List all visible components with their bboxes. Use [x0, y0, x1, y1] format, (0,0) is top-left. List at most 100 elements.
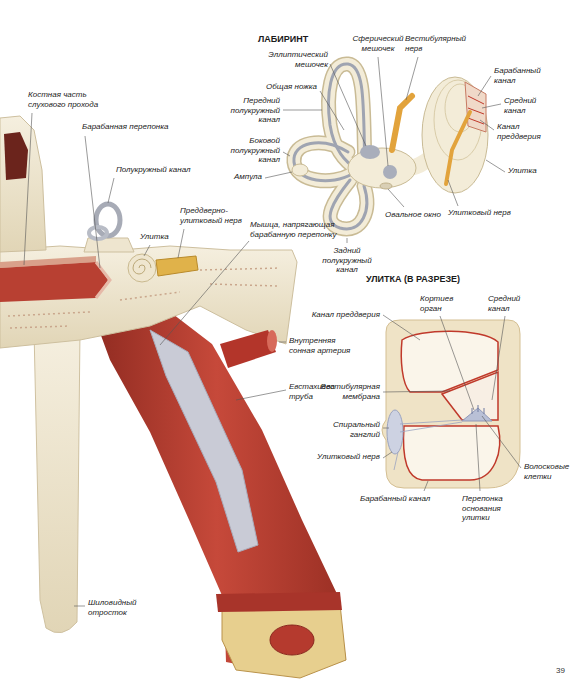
leader-line	[178, 229, 184, 258]
leader-line	[24, 113, 32, 265]
part-label: Улитка	[508, 166, 548, 176]
part-label: Улитка	[140, 232, 176, 242]
leader-line	[486, 160, 505, 172]
leader-lines	[24, 57, 521, 606]
leader-line	[108, 178, 114, 203]
part-label: Спиральный ганглий	[310, 420, 380, 439]
part-label: Вестибулярный нерв	[405, 34, 469, 53]
part-label: Волосковые клетки	[524, 462, 580, 481]
part-label: Шиловидный отросток	[88, 598, 144, 617]
cochlea	[128, 254, 156, 282]
vestibule	[348, 148, 416, 188]
leader-line	[424, 481, 428, 491]
leader-line	[406, 57, 418, 100]
oval-window	[380, 183, 392, 189]
part-label: Внутренняя сонная артерия	[289, 336, 355, 355]
nerve-fibres	[394, 420, 462, 470]
leader-line	[330, 64, 366, 146]
canal-outline	[330, 180, 367, 229]
leader-line	[236, 390, 286, 400]
cochlea-spiral	[133, 259, 151, 274]
leader-line	[480, 120, 494, 130]
tube-foot	[222, 604, 346, 678]
leader-line	[383, 428, 389, 429]
part-label: Эллиптический мешочек	[266, 50, 328, 69]
leader-line	[388, 189, 404, 207]
part-label: Задний полукружный канал	[318, 246, 376, 275]
section-heading: УЛИТКА (В РАЗРЕЗЕ)	[366, 274, 506, 285]
part-label: Костная часть слухового прохода	[28, 90, 110, 109]
leader-line	[448, 180, 458, 206]
part-label: Средний канал	[504, 96, 546, 115]
temporal-bone	[0, 246, 297, 348]
leader-line	[492, 316, 505, 400]
leader-line	[85, 136, 100, 268]
inner-ear-base	[84, 238, 134, 252]
part-label: Средний канал	[488, 294, 530, 313]
eardrum	[96, 262, 110, 298]
scala-tympani	[404, 426, 500, 480]
leader-line	[265, 172, 292, 178]
leader-line	[283, 152, 290, 156]
leader-line	[478, 76, 491, 96]
saccule	[383, 165, 397, 179]
part-label: Канал преддверия	[497, 122, 549, 141]
cochlear-nerve	[446, 112, 470, 184]
ampulla	[292, 164, 308, 176]
part-label: Общая ножка	[262, 82, 317, 92]
vestibular-nerve	[392, 96, 412, 150]
muscle-band	[216, 592, 342, 612]
part-label: Барабанный канал	[494, 66, 546, 85]
part-label: Барабанная перепонка	[82, 122, 178, 132]
page-number: 39	[556, 666, 578, 676]
carotid-artery-end	[267, 330, 277, 352]
leader-line	[383, 452, 392, 458]
leader-line	[440, 316, 474, 410]
part-label: Мышца, напрягающая барабанную перепонку	[250, 220, 346, 239]
part-label: Сферический мешочек	[350, 34, 406, 53]
leader-line	[378, 57, 388, 166]
leader-line	[283, 110, 322, 111]
leader-line	[74, 606, 85, 607]
part-label: Барабанный канал	[360, 494, 440, 504]
leader-line	[347, 238, 348, 243]
section-heading: ЛАБИРИНТ	[258, 34, 338, 45]
part-label: Улитковый нерв	[448, 208, 520, 218]
leader-line	[383, 391, 450, 392]
leader-line	[160, 241, 249, 345]
part-label: Перепонка основания улитки	[462, 494, 514, 523]
part-label: Канал преддверия	[300, 310, 380, 320]
part-label: Улитковый нерв	[310, 452, 380, 462]
leader-line	[279, 342, 286, 343]
section-bone	[382, 320, 520, 488]
bone-column	[0, 116, 46, 252]
leader-line	[476, 424, 480, 491]
posterior-canal	[330, 180, 367, 229]
part-label: Полукружный канал	[116, 165, 198, 175]
membranous-canal	[330, 180, 367, 229]
leader-line	[320, 91, 344, 130]
leader-line	[383, 315, 420, 340]
styloid-process	[34, 330, 80, 633]
part-label: Боковой полукружный канал	[222, 136, 280, 165]
part-label: Овальное окно	[382, 210, 444, 220]
part-label: Ампула	[226, 172, 262, 182]
utricle	[360, 145, 380, 159]
tube-end	[270, 625, 314, 655]
cochlea-cut	[465, 82, 486, 132]
part-label: Преддверно-улитковый нерв	[180, 206, 244, 225]
leader-line	[482, 416, 521, 468]
vestibulocochlear-nerve	[156, 256, 198, 276]
scala-media	[442, 372, 498, 420]
labyrinth-cochlea	[422, 77, 488, 193]
part-label: Передний полукружный канал	[222, 96, 280, 125]
part-label: Вестибулярная мембрана	[310, 382, 380, 401]
organ-of-corti	[462, 408, 492, 421]
carotid-artery	[220, 330, 276, 368]
ear-canal	[0, 262, 108, 302]
part-label: Кортиев орган	[420, 294, 464, 313]
cochlea-canals	[468, 96, 484, 124]
canal-opening	[4, 132, 28, 180]
leader-line	[482, 104, 501, 108]
